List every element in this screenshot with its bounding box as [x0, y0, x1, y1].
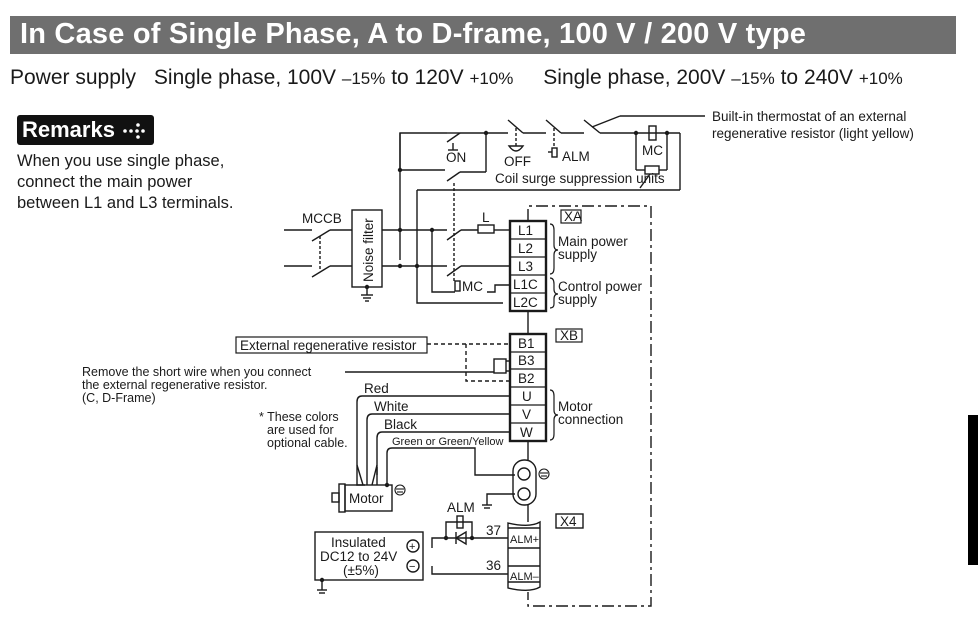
dc-supply-label: (±5%) — [343, 563, 379, 578]
motor-connection-label: Motor — [558, 399, 593, 414]
remarks-badge: Remarks — [17, 115, 154, 145]
xa-terminal-l2c: L2C — [513, 295, 538, 310]
alm-minus-terminal: ALM– — [510, 571, 540, 583]
colors-note: optional cable. — [267, 436, 348, 450]
range-200-upper: 240V — [803, 66, 853, 89]
ground-symbol-icons — [394, 468, 550, 496]
xb-terminal-b1: B1 — [518, 336, 535, 351]
red-wire-label: Red — [364, 381, 389, 396]
motor-connection-label: connection — [558, 412, 623, 427]
xb-connector-label: XB — [560, 328, 578, 343]
thermostat-label: Built-in thermostat of an external — [712, 109, 906, 124]
remarks-arrow-icon — [123, 123, 145, 139]
range-100-plus: +10% — [469, 69, 514, 88]
mc-top-label: MC — [642, 143, 663, 158]
chapter-side-tab — [968, 415, 978, 565]
xa-terminal-l1c: L1C — [513, 277, 538, 292]
remarks-badge-label: Remarks — [22, 117, 115, 142]
mccb-and-filter — [284, 183, 510, 304]
colors-note: * These colors — [259, 410, 339, 424]
range-200-plus: +10% — [858, 69, 903, 88]
power-supply-label: Power supply — [10, 66, 137, 89]
xb-terminal-u: U — [522, 389, 532, 404]
remarks-line: between L1 and L3 terminals. — [17, 194, 234, 212]
remarks-text: When you use single phase, connect the m… — [17, 151, 233, 214]
green-wire-label: Green or Green/Yellow — [392, 436, 504, 448]
section-title-bar: In Case of Single Phase, A to D-frame, 1… — [10, 16, 956, 54]
control-power-label: supply — [558, 292, 597, 307]
xa-connector-label: XA — [564, 209, 582, 224]
off-label: OFF — [504, 154, 531, 169]
main-power-label: Main power — [558, 234, 628, 249]
reactor-label: L — [482, 210, 490, 225]
noise-filter-label: Noise filter — [361, 218, 376, 282]
minus-terminal-icon: − — [409, 561, 415, 573]
xb-terminal-b2: B2 — [518, 371, 535, 386]
xb-terminal-v: V — [522, 407, 531, 422]
plus-terminal-icon: + — [409, 541, 415, 553]
range-200-prefix: Single phase, 200V — [543, 66, 726, 89]
colors-note: are used for — [267, 423, 334, 437]
xa-terminal-l1: L1 — [518, 223, 533, 238]
range-100-minus: –15% — [341, 69, 386, 88]
range-200-to: to — [780, 66, 799, 89]
x4-connector-label: X4 — [560, 514, 577, 529]
main-power-label: supply — [558, 247, 597, 262]
black-wire-label: Black — [384, 417, 417, 432]
range-200-minus: –15% — [731, 69, 775, 88]
thermostat-label: regenerative resistor (light yellow) — [712, 126, 914, 141]
short-wire-note: Remove the short wire when you connect — [82, 365, 312, 379]
range-100-upper: 120V — [414, 66, 464, 89]
mccb-label: MCCB — [302, 211, 342, 226]
xb-terminal-b3: B3 — [518, 353, 535, 368]
dc-supply-label: DC12 to 24V — [320, 549, 397, 564]
short-wire-note: the external regenerative resistor. — [82, 378, 268, 392]
short-wire-note: (C, D-Frame) — [82, 391, 156, 405]
range-100-prefix: Single phase, 100V — [153, 66, 337, 89]
coil-surge-label: Coil surge suppression units — [495, 171, 665, 186]
remarks-line: connect the main power — [17, 173, 193, 191]
ext-regen-label: External regenerative resistor — [240, 338, 417, 353]
alm-coil-label: ALM — [562, 149, 590, 164]
alm-relay-label: ALM — [447, 500, 475, 515]
white-wire-label: White — [374, 399, 409, 414]
alm-plus-terminal: ALM+ — [510, 534, 539, 546]
on-label: ON — [446, 150, 466, 165]
power-supply-line: Power supply Single phase, 100V –15% to … — [10, 66, 903, 90]
xa-terminal-l3: L3 — [518, 259, 533, 274]
motor-label: Motor — [349, 491, 384, 506]
pin-36-label: 36 — [486, 558, 501, 573]
section-title: In Case of Single Phase, A to D-frame, 1… — [20, 18, 807, 50]
control-circuit — [399, 115, 705, 265]
dc-supply-label: Insulated — [331, 535, 386, 550]
range-100-to: to — [391, 66, 409, 89]
xb-terminal-w: W — [520, 425, 533, 440]
xa-terminal-l2: L2 — [518, 241, 533, 256]
mc-coil-label: MC — [462, 279, 483, 294]
control-power-label: Control power — [558, 279, 643, 294]
pin-37-label: 37 — [486, 523, 501, 538]
remarks-line: When you use single phase, — [17, 152, 225, 170]
